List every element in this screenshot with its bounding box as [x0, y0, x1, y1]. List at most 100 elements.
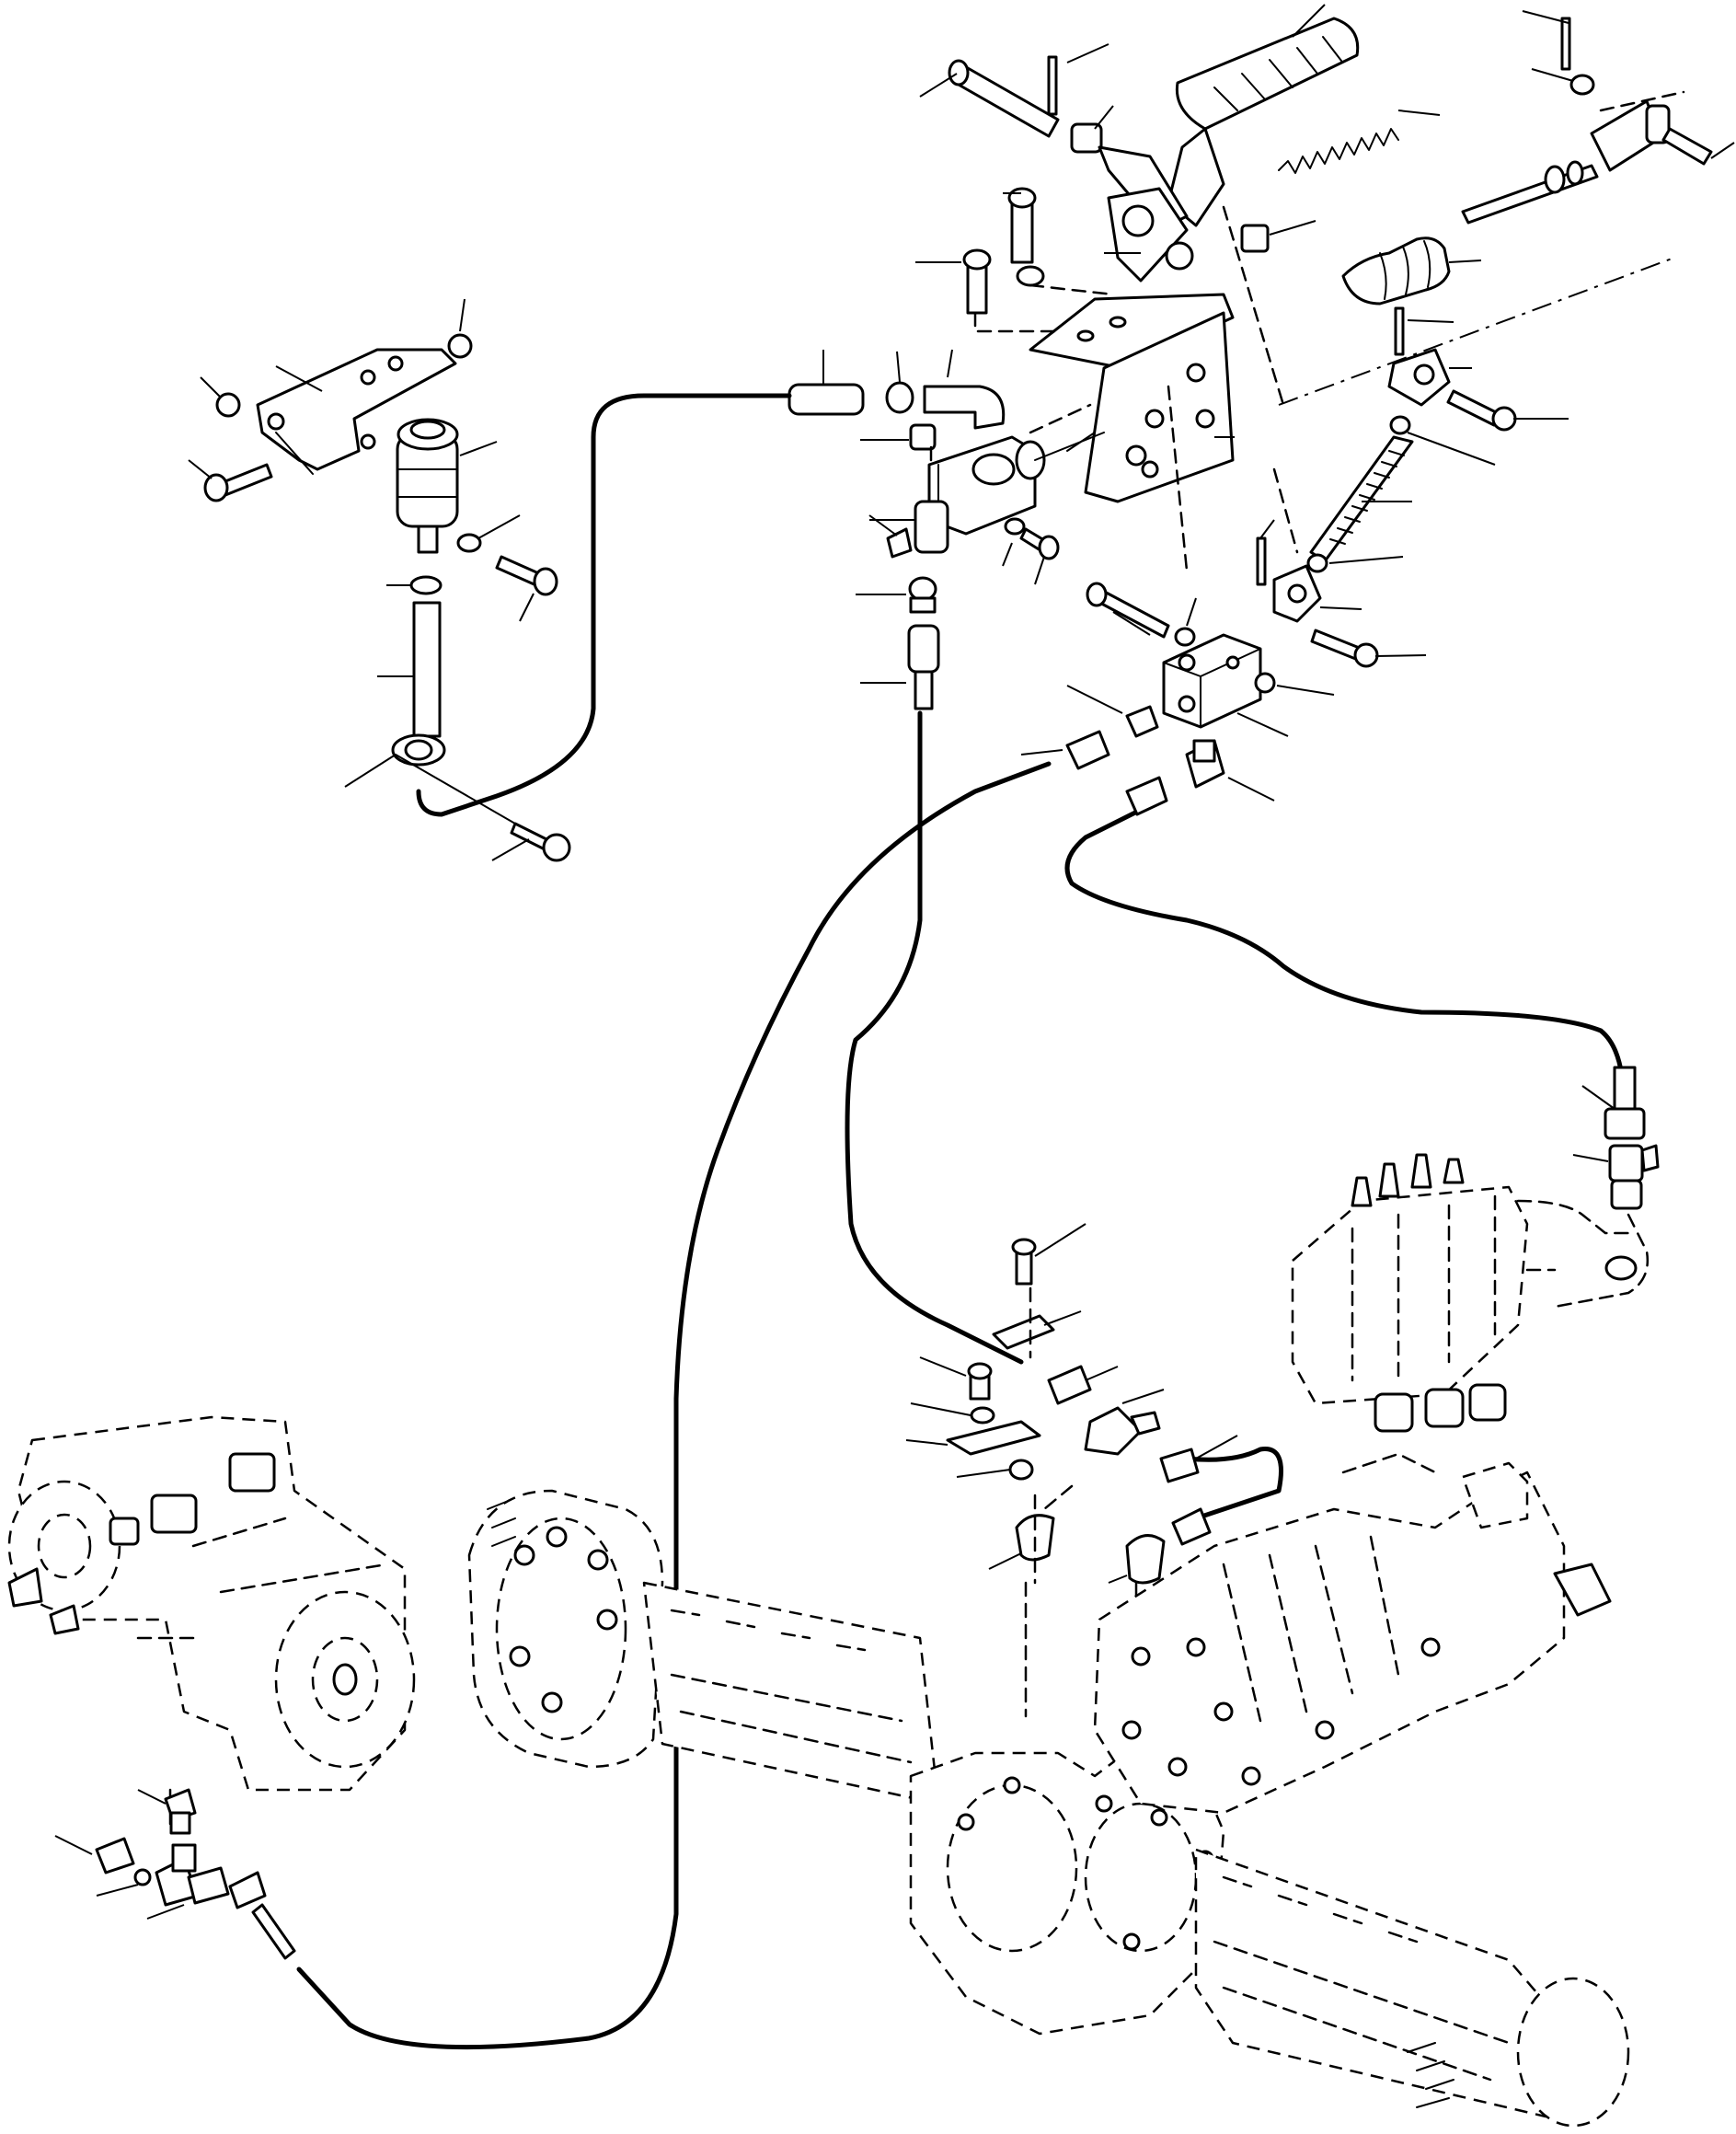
- plug: [1254, 672, 1276, 694]
- control-line-fitting: [1604, 1066, 1646, 1140]
- control-valve-line: [1064, 802, 1627, 1107]
- leader: [919, 1356, 967, 1377]
- center-hose-nut: [1047, 1365, 1092, 1405]
- washer: [1016, 265, 1045, 287]
- pump-fittings: [54, 1788, 296, 1960]
- pedal-stop-bolt: [1240, 224, 1270, 253]
- reservoir-washer: [456, 533, 482, 553]
- leader: [1276, 685, 1335, 696]
- pump-supply-line: [296, 761, 1052, 2050]
- right-wheel-hub: [1516, 1977, 1630, 2128]
- washer-2: [1569, 74, 1595, 96]
- threaded-rod: [1309, 435, 1414, 563]
- reservoir-bracket: [256, 348, 457, 471]
- leader: [519, 593, 535, 622]
- hose-nut-2: [1125, 776, 1168, 816]
- split-pin: [1047, 55, 1058, 116]
- leader: [459, 441, 498, 456]
- brake-line-center: [845, 710, 1024, 1365]
- leader: [1195, 1435, 1238, 1459]
- union-fitting: [908, 576, 937, 614]
- hose-clamp: [885, 381, 914, 414]
- hose-ferrule: [907, 624, 940, 710]
- hydrostatic-pump-assembly: [7, 1415, 416, 1833]
- clevis-split-pin: [1256, 536, 1267, 586]
- leader: [919, 73, 958, 98]
- mount-bolt-2: [962, 248, 992, 315]
- mounting-bracket-top: [1029, 293, 1235, 370]
- pivot-bolt: [1086, 582, 1170, 639]
- leader: [1034, 1223, 1086, 1257]
- leader: [1227, 777, 1275, 802]
- elbow-fitting: [923, 385, 1006, 430]
- clip-washer: [970, 1406, 995, 1425]
- leader: [1328, 556, 1404, 564]
- leader: [1531, 68, 1574, 82]
- left-axle-tube: [642, 1581, 940, 1805]
- clevis: [1590, 99, 1671, 172]
- leader: [896, 351, 901, 383]
- leader: [988, 1552, 1022, 1570]
- wheel-studs: [487, 1499, 516, 1547]
- leader: [200, 376, 222, 398]
- dashed-guide: [973, 283, 1115, 333]
- leader: [1121, 1389, 1165, 1404]
- right-axle-tube: [1194, 1848, 1566, 2118]
- split-pin-2: [1560, 17, 1571, 71]
- leader: [1448, 260, 1482, 263]
- leader: [1581, 1085, 1615, 1110]
- leader: [344, 754, 397, 788]
- solenoid-valve: [228, 1452, 276, 1493]
- leader: [1043, 1310, 1082, 1326]
- leader: [1292, 4, 1326, 38]
- dashed-guide: [1599, 90, 1685, 112]
- clevis-pin: [1661, 127, 1713, 166]
- leader: [1269, 220, 1316, 236]
- pump-washer: [133, 1868, 152, 1886]
- leader: [188, 459, 213, 479]
- leader: [1085, 1366, 1119, 1381]
- leader: [1094, 105, 1114, 130]
- reservoir-bracket-assembly: [188, 298, 571, 862]
- axle-feed-line: [1184, 1447, 1283, 1521]
- tee-fitting: [1185, 739, 1225, 789]
- wheel-studs-right: [1407, 2042, 1454, 2108]
- port-fitting: [1604, 1255, 1638, 1281]
- control-valve-body: [1291, 1153, 1529, 1433]
- pump-line-fittings: [1020, 730, 1168, 816]
- linkage-bolt: [1446, 389, 1517, 432]
- clamp-bolt: [510, 822, 571, 862]
- pump-hose-nut: [228, 1871, 267, 1909]
- locknut: [1389, 415, 1411, 435]
- leader: [275, 365, 323, 392]
- bleed-screw: [886, 527, 913, 559]
- valve-lever-bolt: [1310, 629, 1379, 668]
- valve-block-assembly: [1066, 306, 1569, 802]
- mounting-plate-assembly: [973, 283, 1235, 503]
- leader: [1407, 432, 1496, 466]
- dashed-guide: [1167, 385, 1299, 572]
- leader: [905, 1439, 948, 1446]
- cap-nut: [909, 423, 937, 451]
- linkage-pin: [1394, 306, 1405, 356]
- brake-valve-block: [1162, 633, 1262, 729]
- elbow-fitting-axle-2: [1125, 1534, 1166, 1585]
- brake-fluid-reservoir: [396, 418, 459, 554]
- leader: [146, 1904, 185, 1920]
- leader: [1397, 110, 1441, 116]
- solenoid-valve: [150, 1494, 198, 1534]
- pivot-nut: [1174, 627, 1196, 647]
- leader: [1572, 1154, 1609, 1162]
- pump-tee: [155, 1843, 230, 1907]
- axle-hose-nut-2: [1171, 1507, 1212, 1546]
- reservoir-bolt: [495, 555, 558, 596]
- leader: [1236, 712, 1289, 737]
- leader: [1066, 43, 1109, 63]
- pump-hose-ferrule: [251, 1903, 296, 1960]
- leader: [1374, 654, 1427, 657]
- linkage-clevis: [1387, 348, 1451, 407]
- dashed-guide: [929, 403, 1092, 462]
- leader: [910, 1402, 971, 1416]
- nut-2: [215, 392, 241, 418]
